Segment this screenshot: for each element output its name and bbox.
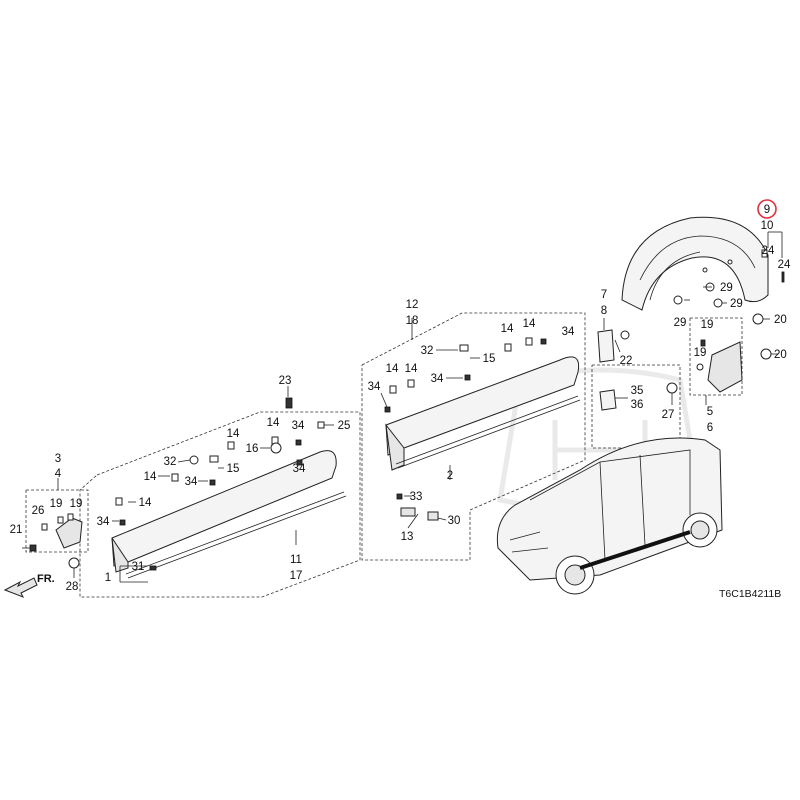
callout-24[interactable]: 24 [762,245,775,257]
front-arrow: FR. [3,573,55,598]
callout-15[interactable]: 15 [227,463,240,475]
callout-24[interactable]: 24 [778,259,791,271]
callout-34[interactable]: 34 [562,326,575,338]
callout-30[interactable]: 30 [448,515,461,527]
vehicle-outline [496,437,723,595]
callout-8[interactable]: 8 [601,305,607,317]
callout-19[interactable]: 19 [701,319,714,331]
callout-25[interactable]: 25 [338,420,351,432]
callout-14[interactable]: 14 [405,363,418,375]
callout-3[interactable]: 3 [55,453,61,465]
callout-14[interactable]: 14 [139,497,152,509]
callout-34[interactable]: 34 [292,420,305,432]
front-arrow-label: FR. [37,573,55,585]
diagram-code: T6C1B4211B [719,588,781,600]
callout-4[interactable]: 4 [55,468,62,480]
callout-35[interactable]: 35 [631,385,644,397]
callout-7[interactable]: 7 [601,289,607,301]
callout-22[interactable]: 22 [620,355,633,367]
callout-34[interactable]: 34 [185,476,198,488]
callout-20[interactable]: 20 [774,349,787,361]
group-box-garnish-main [79,411,361,598]
bracket-part-35 [599,389,617,411]
callout-14[interactable]: 14 [144,471,157,483]
callout-23[interactable]: 23 [279,375,292,387]
callout-labels: 9 10 24 24 29 29 29 20 20 19 19 5 6 27 7… [10,204,791,593]
callout-1[interactable]: 1 [105,572,111,584]
callout-32[interactable]: 32 [421,345,434,357]
mud-guard-part [707,341,743,393]
callout-10[interactable]: 10 [761,220,774,232]
callout-26[interactable]: 26 [32,505,45,517]
side-garnish-middle-part [385,356,581,471]
callout-13[interactable]: 13 [401,531,414,543]
callout-2[interactable]: 2 [447,470,453,482]
callout-19[interactable]: 19 [50,498,63,510]
callout-34[interactable]: 34 [431,373,444,385]
callout-36[interactable]: 36 [631,399,644,411]
callout-18[interactable]: 18 [406,315,419,327]
callout-14[interactable]: 14 [267,417,280,429]
side-garnish-main-part [111,450,347,579]
group-box-garnish-middle [361,312,586,561]
callout-32[interactable]: 32 [164,456,177,468]
highlight-ring [757,199,777,219]
callout-34[interactable]: 34 [368,381,381,393]
fender-liner-part [621,216,769,311]
callout-21[interactable]: 21 [10,524,23,536]
fastener-icons [29,249,785,571]
callout-29[interactable]: 29 [730,298,743,310]
callout-14[interactable]: 14 [523,318,536,330]
callout-12[interactable]: 12 [406,299,419,311]
callout-19[interactable]: 19 [694,347,707,359]
callout-11[interactable]: 11 [290,554,302,566]
leader-lines [22,231,783,583]
callout-9[interactable]: 9 [764,204,770,216]
callout-15[interactable]: 15 [483,353,496,365]
callout-28[interactable]: 28 [66,581,79,593]
callout-17[interactable]: 17 [290,570,303,582]
callout-27[interactable]: 27 [662,409,675,421]
callout-34[interactable]: 34 [293,463,306,475]
callout-14[interactable]: 14 [386,363,399,375]
callout-20[interactable]: 20 [774,314,787,326]
callout-14[interactable]: 14 [501,323,514,335]
bracket-part-7 [597,329,615,363]
callout-6[interactable]: 6 [707,422,713,434]
callout-14[interactable]: 14 [227,428,240,440]
callout-33[interactable]: 33 [410,491,423,503]
callout-29[interactable]: 29 [720,282,733,294]
group-box-front-guard [25,489,89,553]
callout-16[interactable]: 16 [246,443,259,455]
callout-34[interactable]: 34 [97,516,110,528]
group-box-mud-guard [689,317,743,396]
callout-5[interactable]: 5 [707,406,713,418]
callout-31[interactable]: 31 [132,561,145,573]
callout-29[interactable]: 29 [674,317,687,329]
callout-19[interactable]: 19 [70,498,83,510]
